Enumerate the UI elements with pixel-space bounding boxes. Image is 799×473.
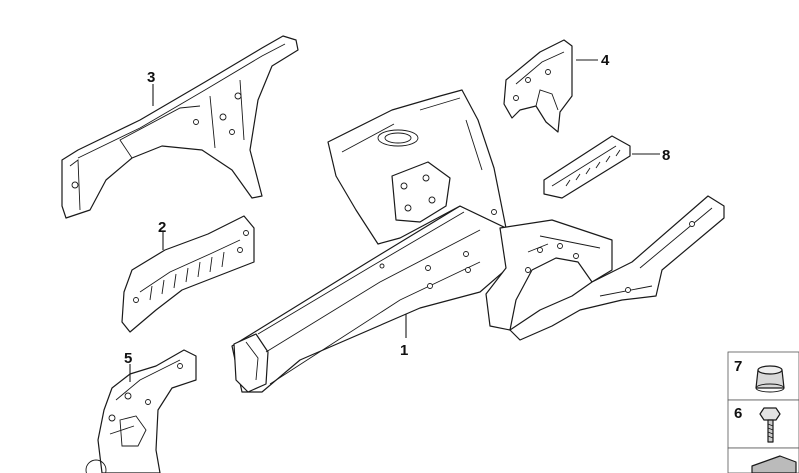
callout-4: 4 (601, 52, 610, 69)
part-7-buffer-icon[interactable] (755, 365, 785, 393)
callout-3: 3 (147, 69, 155, 86)
callout-labels: 1 2 3 4 5 6 7 8 (124, 52, 742, 422)
callout-1: 1 (400, 342, 408, 359)
callout-5: 5 (124, 350, 132, 367)
part-1-side-member[interactable] (231, 89, 725, 393)
part-5-lower-bracket[interactable] (85, 349, 197, 473)
callout-8: 8 (662, 147, 670, 164)
part-6-screw-icon[interactable] (759, 407, 781, 443)
part-8-strip-bracket[interactable] (543, 135, 631, 199)
callout-2: 2 (158, 219, 166, 236)
callout-7: 7 (734, 358, 742, 375)
leader-lines (129, 59, 660, 382)
part-4-bracket[interactable] (503, 39, 573, 133)
wedge-piece-icon[interactable] (751, 455, 797, 473)
part-3-wheel-arch-upper[interactable] (61, 35, 299, 219)
callout-6: 6 (734, 405, 742, 422)
fastener-legend (727, 351, 799, 473)
part-2-inner-panel[interactable] (121, 215, 255, 333)
